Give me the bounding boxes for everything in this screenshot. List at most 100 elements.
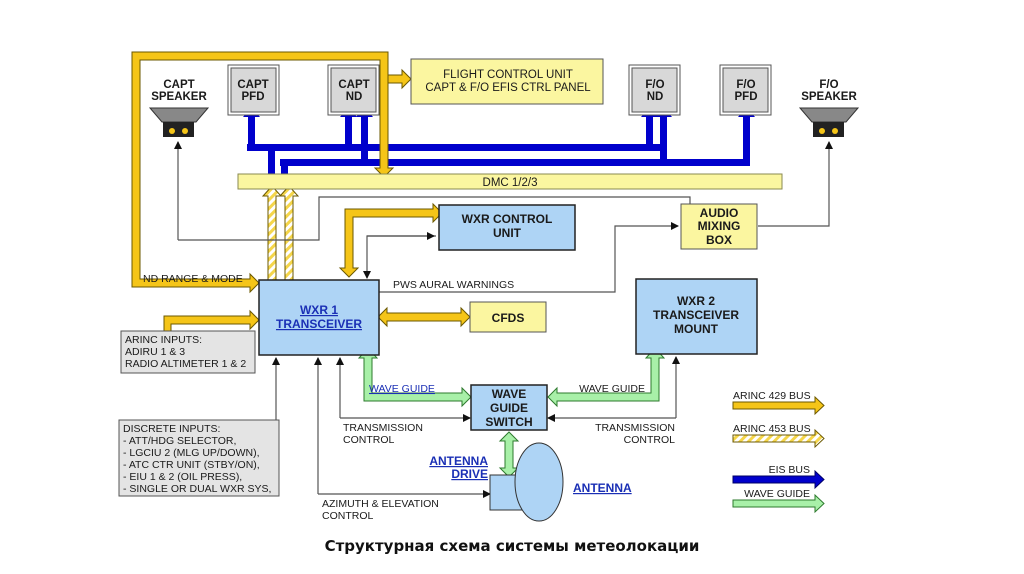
legend-eis-label: EIS BUS (769, 464, 810, 476)
capt-pfd-box (227, 64, 280, 116)
antenna-dish-shape (514, 442, 564, 522)
discrete-inputs-box (118, 419, 280, 497)
line-wxr-ctrl-down (363, 235, 436, 279)
capt-nd-label-1: CAPT (338, 79, 369, 91)
tx-control-right-1: TRANSMISSION (595, 422, 675, 434)
arinc453-line-2 (278, 185, 300, 281)
antenna-link[interactable]: ANTENNA (573, 481, 632, 495)
wave-guide-left-link[interactable]: WAVE GUIDE (369, 383, 435, 395)
capt-pfd-label-2: PFD (242, 91, 265, 103)
legend-arinc429-label: ARINC 429 BUS (733, 390, 811, 402)
cfds-label: CFDS (492, 311, 525, 325)
waveguide-wxr1-switch (357, 347, 472, 408)
arinc429-arinc-inputs (163, 309, 260, 336)
wxr-control-unit-label-1: WXR CONTROL (462, 212, 553, 226)
wxr-control-unit-label-2: UNIT (493, 226, 522, 240)
capt-speaker-label-1: CAPT (163, 79, 194, 91)
capt-nd-label-2: ND (346, 91, 363, 103)
fo-nd-box (628, 64, 681, 116)
discrete-inputs-line-4: - ATC CTR UNIT (STBY/ON), (123, 459, 260, 471)
wave-guide-switch-label-1: WAVE (492, 387, 526, 401)
legend: ARINC 429 BUS ARINC 453 BUS EIS BUS WAVE… (732, 390, 825, 514)
wxr2-mount-box (635, 278, 758, 355)
wxr1-transceiver-box (258, 279, 380, 356)
waveguide-switch-antenna (498, 431, 520, 478)
discrete-inputs-line-3: - LGCIU 2 (MLG UP/DOWN), (123, 447, 260, 459)
wxr2-label-1: WXR 2 (677, 294, 715, 308)
waveguide-wxr2-switch (547, 347, 666, 408)
arinc429-cfds (377, 306, 471, 328)
wxr1-transceiver-link-2[interactable]: TRANSCEIVER (276, 317, 362, 331)
discrete-inputs-line-6: - SINGLE OR DUAL WXR SYS, (123, 483, 271, 495)
tx-control-left-1: TRANSMISSION (343, 422, 423, 434)
wave-guide-right-label: WAVE GUIDE (579, 383, 645, 395)
eis-drop-1 (268, 144, 275, 176)
wxr2-label-3: MOUNT (674, 322, 719, 336)
antenna-drive-link-2[interactable]: DRIVE (451, 467, 488, 481)
dmc-label: DMC 1/2/3 (483, 177, 538, 189)
audio-mixing-label-3: BOX (706, 233, 732, 247)
fo-speaker-icon (798, 107, 860, 137)
arinc-inputs-line-1: ARINC INPUTS: (125, 334, 202, 346)
legend-waveguide-arrow (732, 493, 825, 514)
eis-riser-fo-nd-1 (646, 115, 653, 151)
diagram-caption: Структурная схема системы метеолокации (324, 537, 700, 555)
legend-arinc453-label: ARINC 453 BUS (733, 423, 811, 435)
wxr-control-unit-box (438, 204, 576, 251)
arinc429-to-fcu (387, 68, 412, 90)
eis-riser-capt-nd-1 (345, 115, 352, 151)
discrete-inputs-line-1: DISCRETE INPUTS: (123, 423, 220, 435)
arinc429-wxr-control (338, 202, 443, 278)
wxr1-transceiver-link-1[interactable]: WXR 1 (300, 303, 338, 317)
legend-eis-arrow (732, 469, 825, 490)
tx-control-left-2: CONTROL (343, 434, 394, 446)
antenna-drive-link-1[interactable]: ANTENNA (429, 454, 488, 468)
capt-speaker-label-2: SPEAKER (151, 91, 207, 103)
fo-speaker-label-1: F/O (819, 79, 838, 91)
azimuth-elevation-1: AZIMUTH & ELEVATION (322, 498, 439, 510)
tx-control-right-2: CONTROL (624, 434, 675, 446)
line-pws-aural (379, 222, 679, 293)
audio-mixing-label-1: AUDIO (700, 206, 739, 220)
eis-bus-lines (243, 107, 755, 176)
audio-mixing-label-2: MIXING (698, 219, 741, 233)
eis-riser-capt-pfd (248, 115, 255, 151)
discrete-inputs-line-5: - EIU 1 & 2 (OIL PRESS), (123, 471, 242, 483)
arinc453-line-1 (261, 185, 283, 281)
line-fo-speaker (758, 141, 833, 227)
fo-speaker-label-2: SPEAKER (801, 91, 857, 103)
audio-mixing-box (680, 203, 758, 250)
arinc453-bus (261, 185, 300, 281)
arinc429-nd-range-bus (131, 51, 412, 294)
arinc-inputs-box (120, 330, 256, 374)
eis-riser-fo-nd-2 (660, 115, 667, 166)
signal-lines (174, 141, 833, 498)
nd-range-mode-label: ND RANGE & MODE (143, 273, 243, 285)
eis-bus-lower (280, 159, 750, 166)
dmc-box (237, 173, 783, 190)
capt-nd-box (327, 64, 380, 116)
fcu-label-2: CAPT & F/O EFIS CTRL PANEL (425, 82, 591, 94)
discrete-inputs-line-2: - ATT/HDG SELECTOR, (123, 435, 236, 447)
arinc-inputs-line-2: ADIRU 1 & 3 (125, 346, 185, 358)
cfds-box (469, 301, 547, 333)
fo-pfd-box (719, 64, 772, 116)
legend-arinc429-arrow (732, 395, 825, 416)
wave-guide-switch-box (470, 384, 548, 431)
arinc-inputs-line-3: RADIO ALTIMETER 1 & 2 (125, 358, 246, 370)
capt-pfd-label-1: CAPT (237, 79, 268, 91)
capt-speaker-icon (148, 107, 210, 137)
eis-bus-upper (247, 144, 666, 151)
fo-pfd-label-2: PFD (735, 91, 758, 103)
legend-waveguide-label: WAVE GUIDE (744, 488, 810, 500)
pws-aural-label: PWS AURAL WARNINGS (393, 279, 514, 291)
fo-pfd-label-1: F/O (736, 79, 755, 91)
fo-nd-label-1: F/O (645, 79, 664, 91)
eis-riser-fo-pfd (743, 115, 750, 166)
eis-riser-capt-nd-2 (361, 115, 368, 166)
legend-arinc453-arrow (732, 428, 825, 449)
wave-guide-switch-label-2: GUIDE (490, 401, 528, 415)
fcu-label-1: FLIGHT CONTROL UNIT (443, 69, 573, 81)
wxr2-label-2: TRANSCEIVER (653, 308, 739, 322)
